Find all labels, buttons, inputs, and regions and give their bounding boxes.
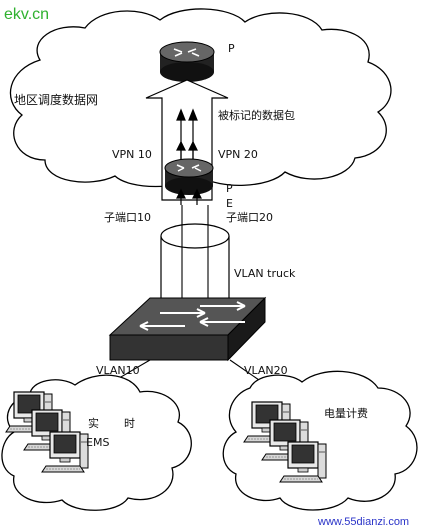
pe-e-label: E: [226, 197, 233, 210]
subport20-label: 子端口20: [226, 211, 273, 224]
trunk-cylinder: [160, 205, 230, 301]
subport-arrows: [176, 188, 202, 205]
switch-icon: [108, 296, 267, 362]
router-icon: [159, 41, 215, 82]
region-network-label: 地区调度数据网: [14, 93, 99, 107]
vlan20-label: VLAN20: [244, 364, 288, 377]
watermark-top: ekv.cn: [4, 6, 50, 23]
realtime-label-1: 实: [88, 417, 99, 430]
pe-p-label: P: [226, 182, 233, 195]
vpn10-label: VPN 10: [112, 148, 152, 161]
vpn20-label: VPN 20: [218, 148, 258, 161]
marked-packets-label: 被标记的数据包: [218, 109, 295, 122]
realtime-label-2: 时: [124, 417, 135, 430]
router-icon: [164, 158, 214, 195]
subport10-label: 子端口10: [104, 211, 151, 224]
metering-label: 电量计费: [324, 407, 368, 420]
top-router-label: P: [228, 42, 235, 55]
vlan-truck-label: VLAN truck: [234, 267, 296, 280]
watermark-bottom: www.55dianzi.com: [318, 516, 410, 528]
ems-label: EMS: [86, 436, 110, 449]
vlan10-label: VLAN10: [96, 364, 140, 377]
